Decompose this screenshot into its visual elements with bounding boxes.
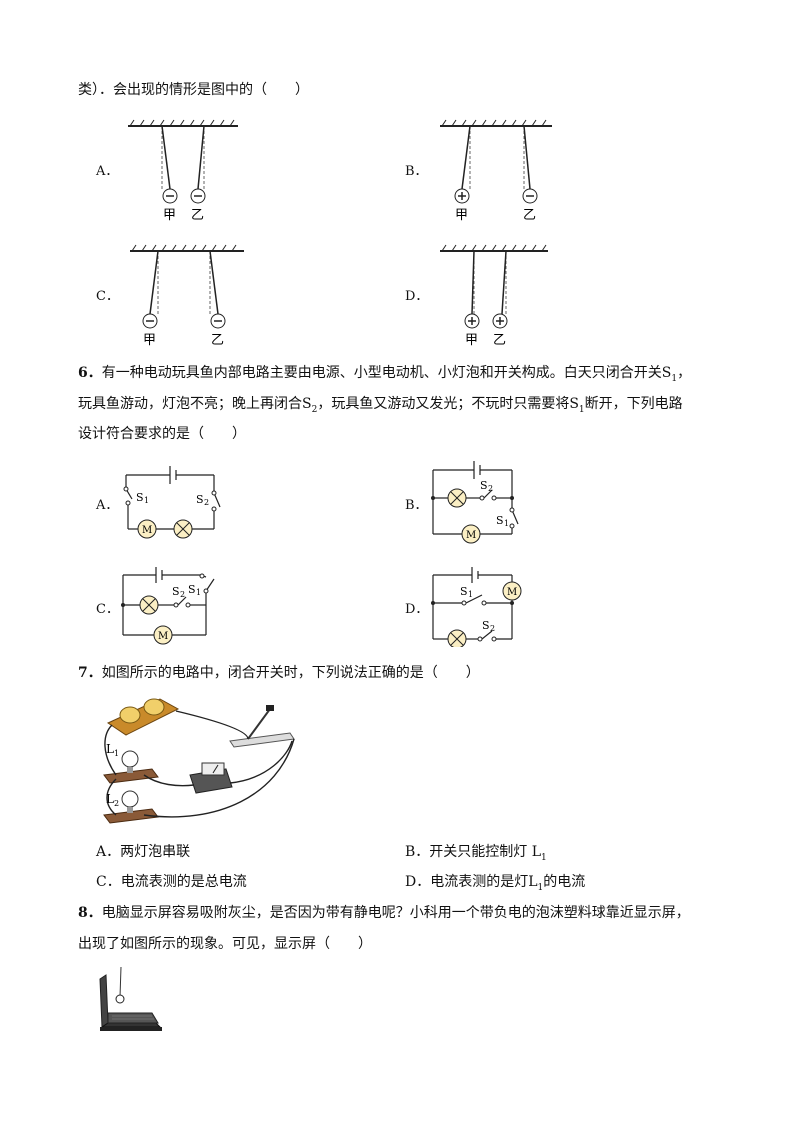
q7-stem: 7．如图所示的电路中，闭合开关时，下列说法正确的是（ ） [78,663,480,683]
q6c-motor-label: M [158,631,168,642]
q6-line1-text: 有一种电动玩具鱼内部电路主要由电源、小型电动机、小灯泡和开关构成。白天只闭合开关… [101,365,672,381]
q6a-s2-label: S [196,493,204,506]
q6c-s1-sub: 1 [196,588,201,597]
q6-number: 6． [78,365,102,381]
q7-l2-label: L [106,792,114,806]
q7-option-b: B．开关只能控制灯 L1 [405,842,547,868]
q6b-s2-sub: 2 [488,484,493,493]
q6a-s1-sub: 1 [144,496,149,505]
q7-option-c: C．电流表测的是总电流 [96,872,247,892]
q6d-s1-sub: 1 [468,590,473,599]
q5-figure-b: 甲 乙 [440,119,552,223]
q7-option-a: A．两灯泡串联 [96,842,190,862]
q7-option-d-end: 的电流 [543,874,586,890]
q7-circuit-figure: L 1 L 2 [103,698,295,824]
q7-l1-label: L [106,742,114,756]
q6c-s2-label: S [172,585,180,598]
q6-line2-sub: 2 [311,404,318,415]
q6d-motor-label: M [507,587,517,598]
q5c-left-label: 甲 [143,333,156,348]
q7-option-b-sub: 1 [541,852,547,863]
q5d-left-label: 甲 [465,333,478,348]
q5-option-c-label: C． [96,289,119,304]
q6-line2-sub2: 1 [578,404,585,415]
q7-option-a-label: A． [96,844,121,860]
q6-line2-a: 玩具鱼游动，灯泡不亮；晚上再闭合S [78,396,312,412]
q6-circuit-d: M S 1 S 2 [431,567,522,647]
q5c-right-label: 乙 [211,333,224,348]
q6d-s2-label: S [482,619,490,632]
q7-option-b-text: 开关只能控制灯 L [429,844,542,860]
q6-line1-end: ， [677,365,692,381]
q7-option-d: D．电流表测的是灯L1的电流 [405,872,585,898]
q6-option-c-label: C． [96,602,119,617]
q6d-s1-label: S [460,585,468,598]
q5-stem-tail: 类）．会出现的情形是图中的（ ） [78,82,309,98]
q5-option-b-label: B． [405,164,428,179]
q6b-s1-label: S [496,514,504,527]
q6-line1-sub: 1 [671,373,678,384]
q7-l2-sub: 2 [114,799,119,808]
q7-option-b-label: B． [405,844,430,860]
q6-option-b-label: B． [405,498,428,513]
q7-option-a-text: 两灯泡串联 [120,844,191,860]
q6a-motor-label: M [142,525,152,536]
q6-option-d-label: D． [405,602,429,617]
q6-stem-line1: 6．有一种电动玩具鱼内部电路主要由电源、小型电动机、小灯泡和开关构成。白天只闭合… [78,363,691,389]
q6-circuit-b: M S 2 S 1 [431,461,519,544]
q6-line2-b: ，玩具鱼又游动又发光；不玩时只需要将S [317,396,579,412]
q6b-s1-sub: 1 [504,519,509,528]
q6b-s2-label: S [480,479,488,492]
q5b-left-label: 甲 [455,208,468,223]
q6a-s2-sub: 2 [204,498,209,507]
q7-option-d-text: 电流表测的是灯L [430,874,538,890]
q8-stem-line1: 8．电脑显示屏容易吸附灰尘，是否因为带有静电呢？小科用一个带负电的泡沫塑料球靠近… [78,903,690,923]
q7-number: 7． [78,665,102,681]
q6d-s2-sub: 2 [490,624,495,633]
q5-option-a-label: A． [96,164,119,179]
q6c-s2-sub: 2 [180,590,185,599]
q6c-s1-label: S [188,583,196,596]
q5a-right-label: 乙 [191,208,204,223]
q6-circuit-a: M S 1 S 2 [123,466,221,539]
q6a-s1-label: S [136,491,144,504]
q7-option-d-sub: 1 [537,882,544,893]
q5b-right-label: 乙 [523,208,536,223]
q5-figure-d: 甲 乙 [440,244,548,348]
q6-circuit-c: M S 2 S 1 [121,567,215,645]
q7-l1-sub: 1 [114,749,119,758]
q5-figure-c: 甲 乙 [130,244,244,348]
q5-figure-a: 甲 乙 [128,119,238,223]
q6-line2-c: 断开，下列电路 [584,396,683,412]
q8-number: 8． [78,905,102,921]
q5a-left-label: 甲 [163,208,176,223]
q7-option-c-text: 电流表测的是总电流 [120,874,247,890]
q7-option-c-label: C． [96,874,121,890]
q8-stem-line2: 出现了如图所示的现象。可见，显示屏（ ） [78,936,372,952]
q7-stem-text: 如图所示的电路中，闭合开关时，下列说法正确的是（ ） [101,665,480,681]
q6-stem-line3: 设计符合要求的是（ ） [78,426,246,442]
q6b-motor-label: M [466,530,476,541]
q8-line1-text: 电脑显示屏容易吸附灰尘，是否因为带有静电呢？小科用一个带负电的泡沫塑料球靠近显示… [101,905,690,921]
q7-option-d-label: D． [405,874,431,890]
q8-laptop-figure [99,966,162,1031]
q6-stem-line2: 玩具鱼游动，灯泡不亮；晚上再闭合S2，玩具鱼又游动又发光；不玩时只需要将S1断开… [78,394,683,420]
q5d-right-label: 乙 [493,333,506,348]
q5-option-d-label: D． [405,289,429,304]
q6-option-a-label: A． [96,498,119,513]
